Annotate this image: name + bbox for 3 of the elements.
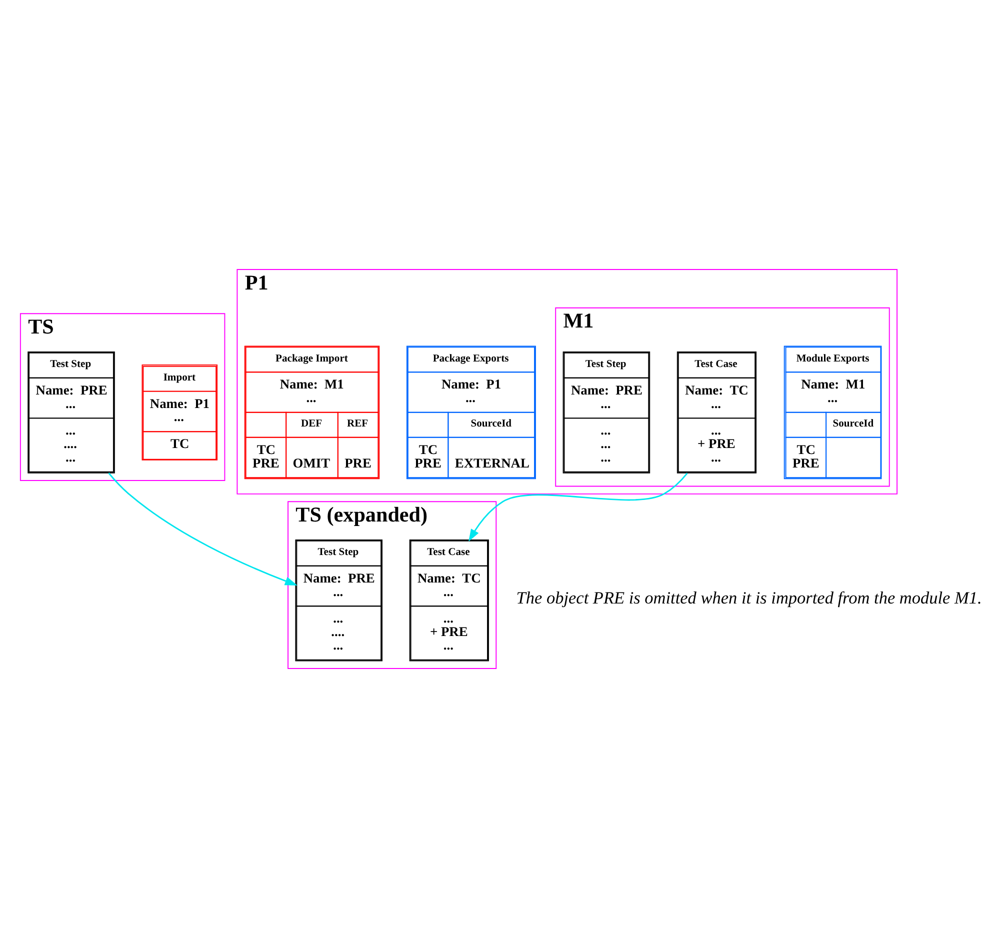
arrow (468, 472, 688, 542)
label: The object PRE is omitted when it is imported from the module M1. (516, 588, 982, 608)
arrow (108, 472, 298, 586)
